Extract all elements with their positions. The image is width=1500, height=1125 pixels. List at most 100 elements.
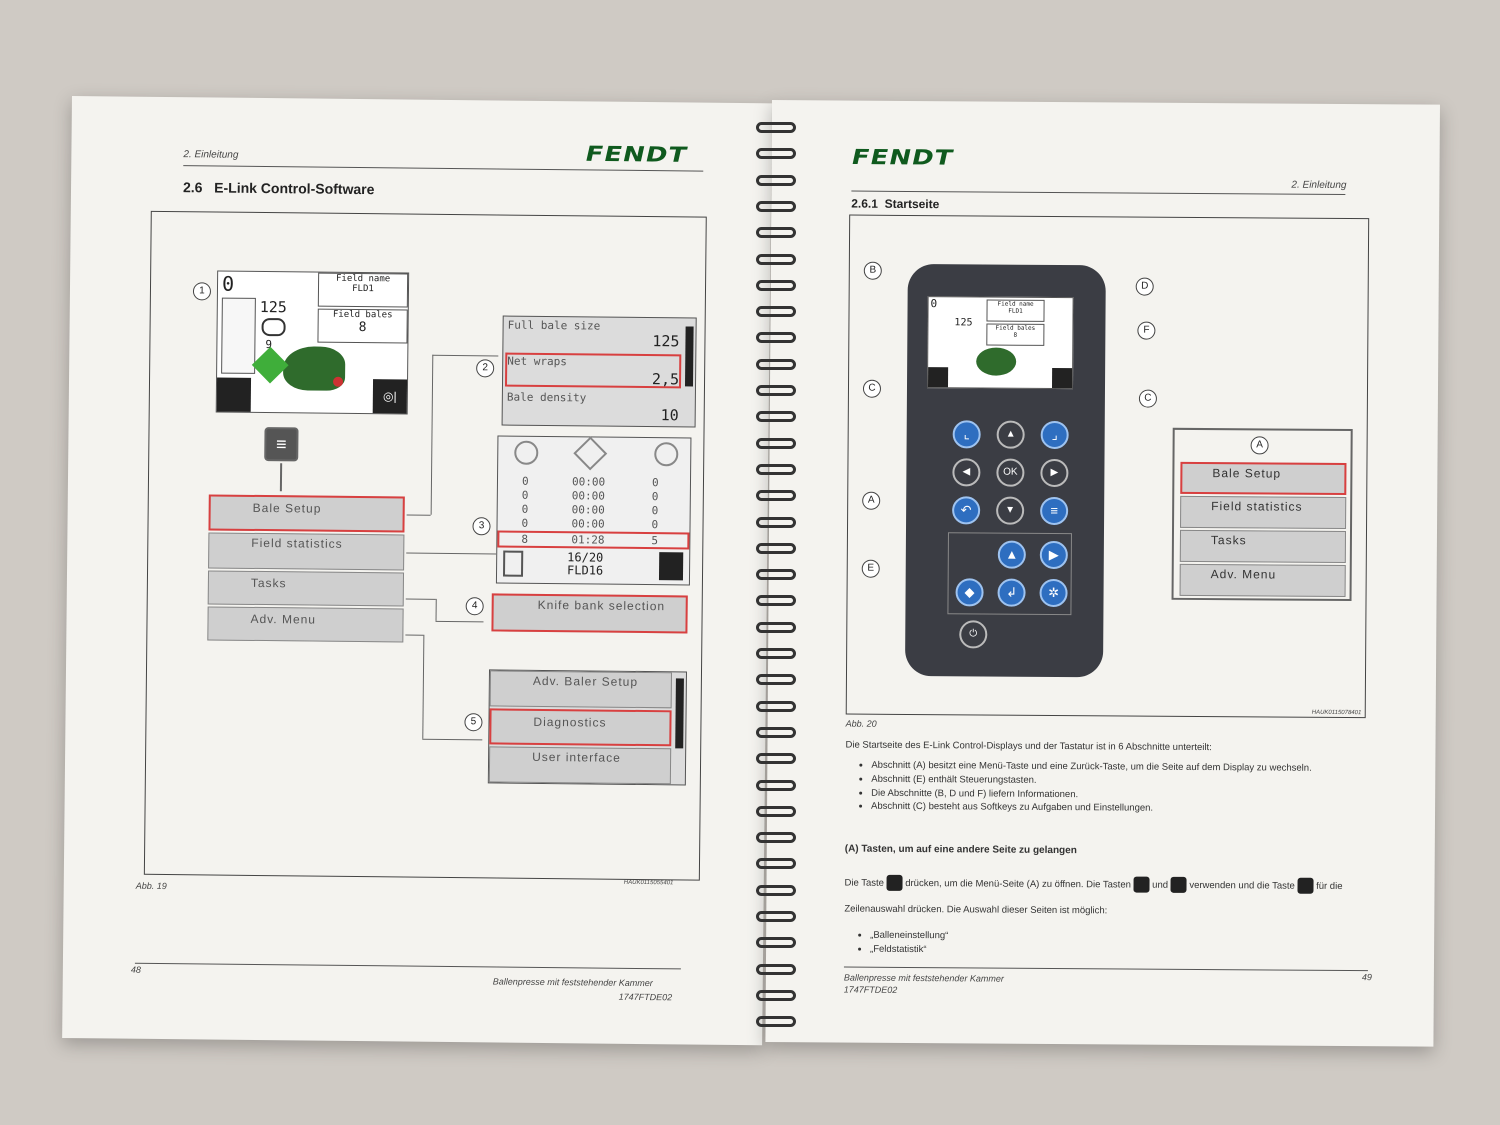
connector	[435, 598, 437, 621]
softkey-left-button[interactable]: ⌞	[952, 420, 981, 449]
footer-title: Ballenpresse mit feststehender Kammer	[492, 976, 653, 989]
connector	[422, 634, 425, 739]
list-item: „Balleneinstellung“	[870, 929, 948, 943]
footer-code: 1747FTDE02	[843, 984, 898, 995]
menu-key-icon	[886, 875, 903, 892]
footer-rule	[134, 962, 681, 970]
bales-icon	[654, 442, 679, 467]
callout-f: F	[1137, 321, 1156, 340]
footer-title: Ballenpresse mit feststehender Kammer	[843, 972, 1004, 984]
callout-e: E	[861, 559, 880, 578]
figure-id: HAUK0115078401	[1311, 709, 1362, 717]
callout-2: 2	[476, 359, 495, 378]
back-button[interactable]: ↶	[952, 496, 981, 525]
binding-ring	[756, 332, 796, 344]
bale-stack-icon	[514, 440, 539, 465]
binding-ring	[756, 516, 796, 528]
menu-button[interactable]: ≡	[1040, 496, 1069, 526]
ok-button[interactable]: OK	[996, 458, 1025, 487]
binding-ring	[756, 858, 796, 870]
power-button[interactable]: ⏻	[959, 620, 988, 649]
softkey-right-button[interactable]: ⌟	[1040, 420, 1069, 450]
header-rule	[851, 190, 1346, 196]
menu-adv-menu: Adv. Menu	[1179, 563, 1346, 598]
full-bale-size-label: Full bale size	[507, 318, 601, 333]
menu-callout-box: A Bale Setup Field statistics Tasks Adv.…	[1171, 427, 1353, 602]
binding-ring	[756, 542, 796, 554]
section-title: 2.6.1 Startseite	[851, 196, 940, 212]
control-key-1-button[interactable]: ▲	[997, 540, 1026, 569]
binding-ring	[756, 937, 796, 949]
footer-code: 1747FTDE02	[618, 991, 673, 1003]
binding-ring	[756, 227, 796, 239]
down-arrow-button[interactable]: ▼	[996, 496, 1025, 525]
bale-density-label: Bale density	[506, 390, 587, 405]
binding-ring	[756, 726, 796, 738]
binding-ring	[756, 306, 796, 318]
ok-key-icon	[1297, 878, 1314, 895]
list-item: Abschnitt (C) besteht aus Softkeys zu Au…	[871, 800, 1359, 817]
scrollbar	[675, 678, 684, 749]
binding-ring	[756, 884, 796, 896]
control-key-3-button[interactable]: ◆	[955, 578, 984, 607]
fill-gauge	[221, 297, 256, 374]
page-list: „Balleneinstellung“ „Feldstatistik“	[858, 929, 948, 957]
down-key-icon	[1170, 877, 1187, 894]
connector	[406, 514, 431, 516]
section-list: Abschnitt (A) besitzt eine Menü-Taste un…	[859, 759, 1359, 818]
connector	[422, 738, 483, 741]
up-arrow-button[interactable]: ▲	[996, 420, 1025, 449]
intro-text: Die Startseite des E-Link Control-Displa…	[845, 739, 1212, 754]
bale-size-value: 125	[954, 317, 973, 329]
binding-ring	[756, 569, 796, 581]
control-key-5-button[interactable]: ✲	[1039, 578, 1068, 608]
up-key-icon	[1133, 877, 1150, 894]
menu-tasks: Tasks	[1179, 529, 1347, 564]
subheading: (A) Tasten, um auf eine andere Seite zu …	[844, 843, 1077, 857]
figure-caption: Abb. 20	[845, 718, 877, 729]
full-bale-size-value: 125	[652, 332, 680, 351]
control-key-4-button[interactable]: ↲	[997, 578, 1026, 607]
callout-a: A	[862, 491, 881, 510]
page-number: 49	[1361, 972, 1372, 983]
fendt-logo: FENDT	[582, 142, 690, 168]
left-arrow-button[interactable]: ◀	[952, 458, 981, 487]
bale-density-value: 10	[660, 406, 679, 425]
control-key-2-button[interactable]: ▶	[1039, 540, 1068, 570]
binding-ring	[756, 700, 796, 712]
softkey-icon	[927, 367, 949, 388]
page-number: 48	[130, 964, 141, 975]
binding-ring	[756, 753, 796, 765]
menu-bale-setup: Bale Setup	[1180, 461, 1347, 496]
binding-ring	[756, 1016, 796, 1028]
connector	[279, 463, 283, 492]
binding-ring	[756, 385, 796, 396]
binding-ring	[756, 279, 796, 291]
knife-softkey-icon	[216, 377, 252, 412]
menu-tasks: Tasks	[207, 570, 405, 607]
trash-icon	[502, 550, 524, 577]
callout-c-left: C	[862, 379, 882, 398]
binding-ring	[756, 174, 796, 186]
connector	[405, 634, 424, 636]
binding-ring	[756, 779, 796, 791]
trash-all-icon	[658, 552, 684, 581]
callout-3: 3	[472, 517, 491, 536]
bale-size-value: 125	[259, 297, 287, 317]
right-arrow-button[interactable]: ▶	[1040, 458, 1069, 488]
connector	[406, 552, 497, 555]
net-wraps-label: Net wraps	[507, 354, 567, 369]
binding-ring	[756, 358, 796, 370]
callout-a: A	[1250, 436, 1269, 455]
